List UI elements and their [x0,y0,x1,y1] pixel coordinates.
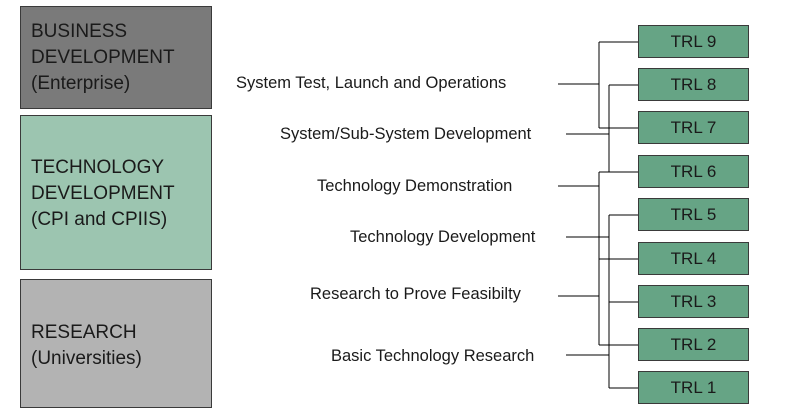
technology-title-line2: DEVELOPMENT [31,183,175,204]
trl-9-box: TRL 9 [638,25,749,58]
technology-development-box: TECHNOLOGY DEVELOPMENT (CPI and CPIIS) [20,115,212,270]
business-title-line2: DEVELOPMENT [31,47,175,68]
technology-title-line1: TECHNOLOGY [31,157,165,178]
trl-5-box: TRL 5 [638,198,749,231]
technology-subtitle: (CPI and CPIIS) [31,209,168,230]
stage-technology-demonstration: Technology Demonstration [317,177,513,195]
stage-subsystem-development: System/Sub-System Development [280,125,532,143]
stage-technology-development: Technology Development [350,228,536,246]
research-title: RESEARCH [31,322,137,343]
business-subtitle: (Enterprise) [31,73,131,94]
stage-basic-research: Basic Technology Research [331,347,535,365]
trl-2-box: TRL 2 [638,328,749,361]
business-development-box: BUSINESS DEVELOPMENT (Enterprise) [20,6,212,109]
stage-system-test: System Test, Launch and Operations [236,74,507,92]
trl-6-box: TRL 6 [638,155,749,188]
stage-research-feasibility: Research to Prove Feasibilty [310,285,521,303]
trl-4-box: TRL 4 [638,242,749,275]
trl-3-box: TRL 3 [638,285,749,318]
research-subtitle: (Universities) [31,348,142,369]
business-title-line1: BUSINESS [31,21,128,42]
trl-8-box: TRL 8 [638,68,749,101]
trl-1-box: TRL 1 [638,371,749,404]
research-box: RESEARCH (Universities) [20,279,212,408]
trl-7-box: TRL 7 [638,111,749,144]
